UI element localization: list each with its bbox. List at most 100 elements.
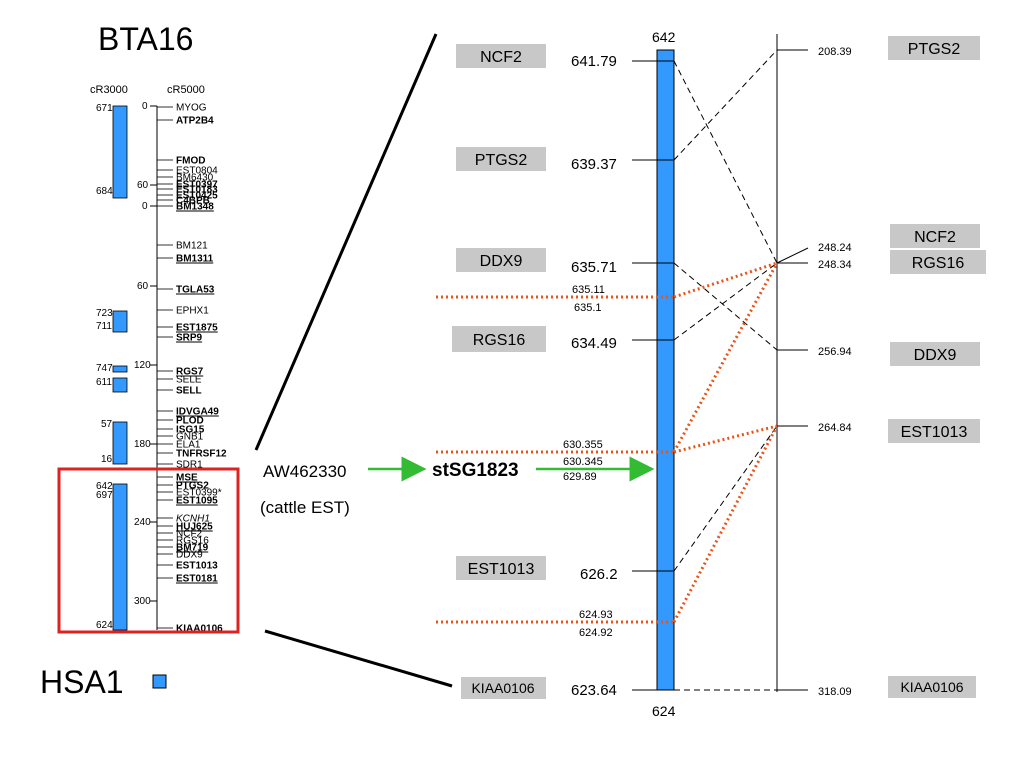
marker-label: BM719 xyxy=(176,543,209,554)
hsa1-block xyxy=(112,421,128,465)
bar-top-label: 642 xyxy=(652,29,676,45)
cr3000-label: 711 xyxy=(96,321,112,332)
marker-label: EST1875 xyxy=(176,323,218,334)
scale-tick-label: 120 xyxy=(134,360,151,371)
zoom-line-bottom xyxy=(264,629,453,688)
marker-label: EST0804 xyxy=(176,166,218,177)
gene-name: NCF2 xyxy=(914,229,956,246)
scale-tick-label: 300 xyxy=(134,596,151,607)
gene-position: 264.84 xyxy=(818,422,852,434)
scale-tick-label: 0 xyxy=(142,101,148,112)
highlight-region-box xyxy=(57,467,240,634)
gene-position: 248.24 xyxy=(818,242,852,254)
dotted-value: 624.93 xyxy=(579,609,613,621)
marker-label: PLOD xyxy=(176,416,204,427)
gene-position: 635.71 xyxy=(571,259,617,276)
scale-tick-label: 240 xyxy=(134,517,151,528)
marker-label: EST0425 xyxy=(176,191,218,202)
gene-name: EST1013 xyxy=(468,561,535,578)
cr3000-label: 684 xyxy=(96,186,113,197)
dotted-marker-lines: 635.11 635.1 630.355 630.345 629.89 624.… xyxy=(436,284,674,639)
marker-label: EST0399* xyxy=(176,488,222,499)
marker-label: MYOG xyxy=(176,103,207,114)
gene-name: KIAA0106 xyxy=(900,679,963,695)
marker-label: BM121 xyxy=(176,241,208,252)
cr3000-label: 624 xyxy=(96,620,113,631)
marker-label: EST0181 xyxy=(176,574,218,585)
gene-position: 639.37 xyxy=(571,156,617,173)
marker-label: KCNH1 xyxy=(176,514,210,525)
dotted-value: 635.11 xyxy=(572,284,605,296)
marker-label: MSE xyxy=(176,473,198,484)
cr3000-blocks xyxy=(112,105,128,631)
marker-label: DDX9 xyxy=(176,550,203,561)
marker-label: SELE xyxy=(176,375,202,386)
marker-label: HUJ625 xyxy=(176,522,213,533)
dotted-value: 635.1 xyxy=(574,302,602,314)
hsa1-legend-swatch xyxy=(152,674,167,689)
marker-label: BM1311 xyxy=(176,254,214,265)
hsa1-block xyxy=(112,483,128,631)
cr3000-label: 671 xyxy=(96,103,113,114)
stsg-label: stSG1823 xyxy=(432,460,519,481)
hsa1-block xyxy=(112,365,128,373)
scale-tick-label: 0 xyxy=(142,201,148,212)
marker-label: SDR1 xyxy=(176,460,203,471)
gene-name: PTGS2 xyxy=(908,41,961,58)
marker-label: NCF2 xyxy=(176,529,203,540)
marker-label: EST1013 xyxy=(176,561,218,572)
cr5000-header: cR5000 xyxy=(167,84,205,96)
hsa1-block xyxy=(112,310,128,333)
cr3000-label: 642 xyxy=(96,481,113,492)
cr3000-header: cR3000 xyxy=(90,84,128,96)
cr3000-label: 57 xyxy=(101,419,113,430)
gene-position: 623.64 xyxy=(571,682,617,699)
gene-name: DDX9 xyxy=(480,253,523,270)
zoom-line-top xyxy=(254,33,438,451)
gene-name: EST1013 xyxy=(901,424,968,441)
bar-bottom-label: 624 xyxy=(652,703,676,719)
scale-tick-label: 180 xyxy=(134,439,151,450)
dotted-value: 630.345 xyxy=(563,456,603,468)
dashed-correspondence-lines xyxy=(673,49,778,691)
cr3000-label: 697 xyxy=(96,490,113,501)
est-label: AW462330 xyxy=(263,462,346,481)
marker-labels: MYOGATP2B4FMODEST0804BM6430EST0397EST018… xyxy=(157,103,227,635)
hsa1-block xyxy=(112,377,128,393)
cr3000-label: 16 xyxy=(101,454,113,465)
gene-name: DDX9 xyxy=(914,347,957,364)
marker-label: SRP9 xyxy=(176,333,203,344)
marker-label: C4BPB xyxy=(176,196,210,207)
gene-position: 318.09 xyxy=(818,686,852,698)
marker-label: BM1348 xyxy=(176,202,214,213)
gene-position: 634.49 xyxy=(571,335,617,352)
gene-name: KIAA0106 xyxy=(471,680,534,696)
gene-position: 208.39 xyxy=(818,46,852,58)
marker-label: FMOD xyxy=(176,156,205,167)
species-label: HSA1 xyxy=(40,664,124,700)
dotted-value: 629.89 xyxy=(563,471,597,483)
right-gene-labels: 208.39 PTGS2 248.24 NCF2 248.34 RGS16 25… xyxy=(776,36,986,698)
marker-label: EST0183 xyxy=(176,185,218,196)
marker-label: TGLA53 xyxy=(176,285,215,296)
cr3000-label: 747 xyxy=(96,363,113,374)
est-note: (cattle EST) xyxy=(260,498,350,517)
marker-label: EST0397 xyxy=(176,180,218,191)
marker-label: EST1095 xyxy=(176,496,218,507)
hsa1-block xyxy=(112,105,128,199)
chromosome-title: BTA16 xyxy=(98,21,193,57)
marker-label: KIAA0106 xyxy=(176,624,223,635)
marker-label: ATP2B4 xyxy=(176,116,214,127)
gene-name: RGS16 xyxy=(473,332,526,349)
marker-label: RGS16 xyxy=(176,536,209,547)
marker-label: GNB1 xyxy=(176,432,204,443)
middle-gene-labels: NCF2 641.79 PTGS2 639.37 DDX9 635.71 RGS… xyxy=(452,44,674,699)
marker-label: ISG15 xyxy=(176,425,205,436)
marker-label: IDVGA49 xyxy=(176,407,219,418)
marker-label: SELL xyxy=(176,386,202,397)
cr3000-label: 611 xyxy=(96,377,112,388)
scale-tick-label: 60 xyxy=(137,281,149,292)
marker-label: ELA1 xyxy=(176,440,201,451)
